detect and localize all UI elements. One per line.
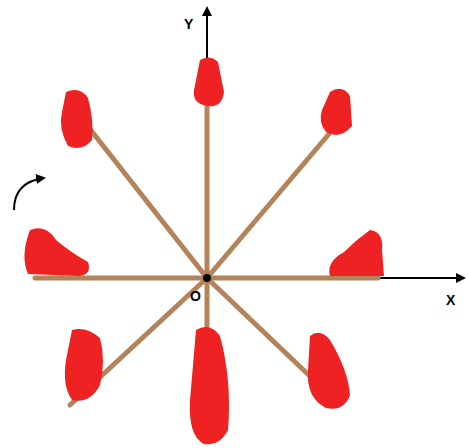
axis-label: Y <box>184 16 193 32</box>
x-axis <box>207 277 464 279</box>
red-weights <box>24 57 384 444</box>
y-axis <box>206 8 208 278</box>
origin-dot <box>203 274 211 282</box>
axis-label: X <box>446 292 455 308</box>
rotation-arrow <box>14 178 44 210</box>
axis-label: O <box>190 288 201 304</box>
